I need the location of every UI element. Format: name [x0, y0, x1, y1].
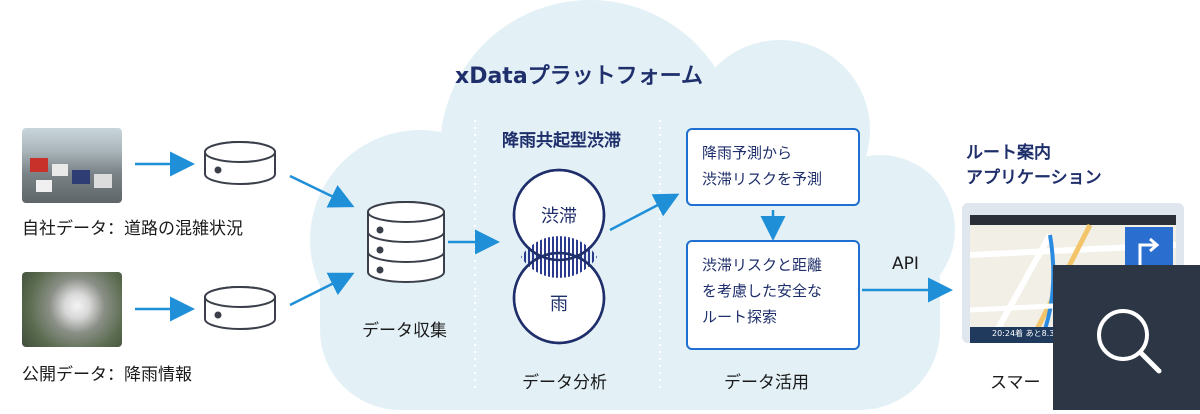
app-title-line-2: アプリケーション [966, 168, 1102, 188]
venn-label-rain: 雨 [550, 294, 568, 315]
collection-label: データ収集 [362, 321, 447, 341]
venn-diagram [512, 168, 606, 345]
analysis-label: データ分析 [522, 373, 607, 393]
arrow-right-icon [289, 272, 355, 307]
arrow-right-icon [609, 193, 680, 232]
app-title-line-1: ルート案内 [966, 143, 1051, 163]
search-icon [1097, 309, 1162, 374]
app-label: スマー [990, 373, 1041, 393]
utilization-label: データ活用 [724, 373, 809, 393]
arrow-right-icon [289, 174, 355, 208]
route-line-2: を考慮した安全な [702, 282, 823, 300]
database-icon [204, 141, 276, 185]
traffic-jam-photo [22, 128, 122, 203]
api-label: API [892, 254, 919, 274]
analysis-title: 降雨共起型渋滞 [502, 131, 621, 151]
venn-label-congestion: 渋滞 [541, 206, 577, 227]
eta-text: 20:24着 あと8.3k [992, 329, 1059, 338]
database-stack-icon [367, 201, 445, 283]
platform-title: xDataプラットフォーム [455, 64, 704, 89]
source-label-rain: 公開データ：降雨情報 [22, 365, 192, 385]
route-line-3: ルート探索 [702, 308, 778, 326]
search-button[interactable] [1053, 265, 1200, 410]
satellite-typhoon-photo [22, 272, 122, 347]
prediction-box: 降雨予測から 渋滞リスクを予測 [686, 128, 860, 206]
route-line-1: 渋滞リスクと距離 [702, 256, 823, 274]
source-label-traffic: 自社データ：道路の混雑状況 [22, 219, 243, 239]
prediction-line-1: 降雨予測から [702, 144, 793, 162]
route-search-box: 渋滞リスクと距離 を考慮した安全な ルート探索 [686, 240, 860, 350]
database-icon [204, 286, 276, 330]
turn-right-icon [1138, 237, 1160, 265]
venn-overlap [521, 236, 597, 278]
prediction-line-2: 渋滞リスクを予測 [702, 170, 823, 188]
